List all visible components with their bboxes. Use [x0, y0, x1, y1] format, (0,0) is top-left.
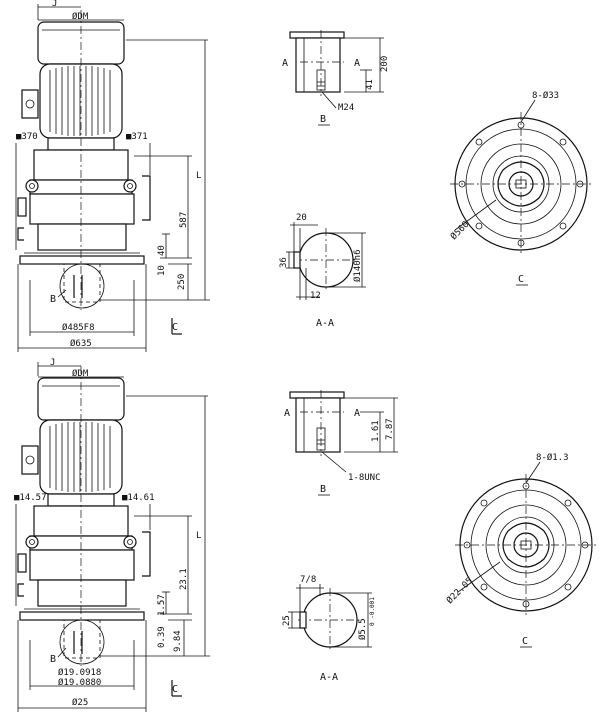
- imperial-side-view-b: A A 7.87 1.61 1-8UNC B: [284, 390, 398, 496]
- metric-DM-label: ØDM: [72, 11, 89, 22]
- imperial-side-h161: 1.61: [371, 420, 381, 442]
- imperial-base-dia-label: Ø25: [72, 697, 88, 708]
- metric-250-label: 250: [177, 274, 187, 290]
- imperial-ear-right-label: ■14.61: [122, 493, 155, 503]
- metric-flange-fit-label: Ø485F8: [62, 322, 95, 333]
- imperial-side-A-right: A: [354, 408, 360, 419]
- metric-J-label: J: [52, 0, 57, 9]
- imperial-side-A-left: A: [284, 408, 290, 419]
- metric-side-A-right: A: [354, 58, 360, 69]
- metric-holes-label: 8-Ø33: [532, 90, 559, 101]
- metric-sec-w20: 20: [296, 213, 307, 223]
- metric-10-label: 10: [157, 265, 167, 276]
- metric-side-B-title: B: [320, 114, 326, 125]
- metric-ear-left-label: ■370: [16, 132, 38, 142]
- metric-40-label: 40: [157, 245, 167, 256]
- imperial-fit1-label: Ø19.0918: [58, 667, 101, 678]
- metric-side-A-left: A: [282, 58, 288, 69]
- metric-sec-dia: Ø140h6: [352, 249, 363, 282]
- imperial-C-marker: C: [172, 684, 178, 695]
- metric-sec-h36: 36: [279, 257, 289, 268]
- metric-sec-key: 12: [310, 291, 321, 301]
- imperial-main-view: J ØDM L ■14.57 ■14.61 23.1 1.57 0.39 9.8…: [14, 358, 210, 712]
- imperial-sec-h25: 25: [282, 615, 292, 626]
- metric-side-h41: 41: [365, 79, 375, 90]
- imperial-sec-w78: 7/8: [300, 575, 316, 585]
- metric-section-aa: 20 36 Ø140h6 12 A-A: [279, 213, 366, 329]
- metric-B-marker: B: [50, 294, 56, 305]
- imperial-J-label: J: [50, 358, 55, 368]
- metric-sec-title: A-A: [316, 318, 334, 329]
- metric-L-label: L: [196, 171, 201, 181]
- imperial-L-label: L: [196, 531, 201, 541]
- imperial-side-B-title: B: [320, 484, 326, 495]
- metric-main-view: J ØDM L ■370 ■371 587 40 10 250 B C: [15, 0, 210, 352]
- imperial-side-h787: 7.87: [385, 418, 395, 440]
- imperial-pcd-label: Ø22.05: [444, 575, 475, 606]
- imperial-039-label: 0.39: [157, 626, 167, 648]
- imperial-side-thread: 1-8UNC: [348, 473, 381, 483]
- imperial-section-aa: 7/8 25 Ø5.5 0 -0.001 A-A: [282, 575, 376, 683]
- metric-ear-right-label: ■371: [126, 132, 148, 142]
- imperial-157-label: 1.57: [157, 594, 167, 616]
- imperial-231-label: 23.1: [179, 568, 189, 590]
- imperial-sec-title: A-A: [320, 672, 338, 683]
- metric-base-dia-label: Ø635: [70, 338, 92, 349]
- imperial-984-label: 9.84: [173, 630, 183, 652]
- imperial-view-c: 8-Ø1.3 Ø22.05 C: [444, 452, 597, 648]
- metric-side-thread: M24: [338, 103, 354, 113]
- imperial-ear-left-label: ■14.57: [14, 493, 47, 503]
- metric-C-marker: C: [172, 322, 178, 333]
- imperial-view-C-title: C: [522, 636, 528, 647]
- imperial-DM-label: ØDM: [72, 368, 89, 379]
- imperial-sec-dia: Ø5.5: [357, 618, 368, 640]
- imperial-fit2-label: Ø19.0880: [58, 677, 101, 688]
- imperial-B-marker: B: [50, 654, 56, 665]
- metric-view-C-title: C: [518, 274, 524, 285]
- metric-587-label: 587: [179, 212, 189, 228]
- metric-view-c: 8-Ø33 Ø560 C: [448, 90, 592, 286]
- metric-side-h200: 200: [380, 56, 390, 72]
- imperial-holes-label: 8-Ø1.3: [536, 452, 569, 463]
- imperial-sec-tol: 0 -0.001: [369, 597, 376, 626]
- metric-side-view-b: A A 200 41 M24 B: [282, 30, 390, 126]
